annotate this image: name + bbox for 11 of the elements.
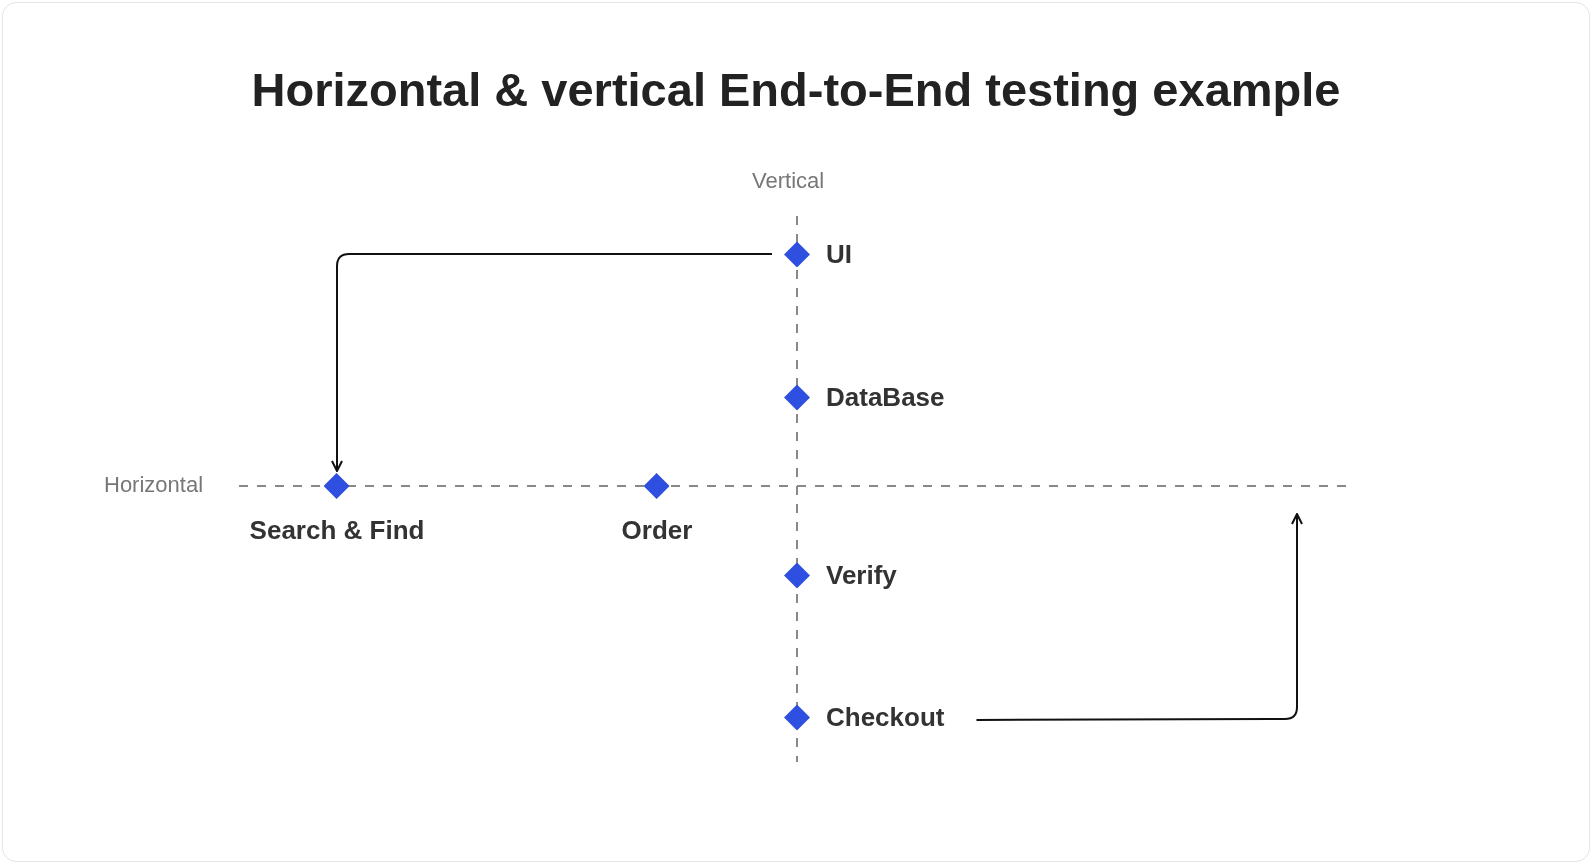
- node-label: Search & Find: [249, 515, 425, 546]
- axis-label: Vertical: [752, 168, 825, 194]
- diagram-title: Horizontal & vertical End-to-End testing example: [250, 62, 1342, 117]
- node-label: Checkout: [826, 701, 945, 733]
- node-label: UI: [826, 238, 852, 270]
- arrow: [331, 253, 773, 472]
- node-label: Order: [621, 515, 693, 546]
- axis-label: Horizontal: [104, 472, 204, 498]
- node-label: Verify: [826, 559, 897, 591]
- arrow: [975, 513, 1303, 721]
- node-label: DataBase: [826, 381, 945, 413]
